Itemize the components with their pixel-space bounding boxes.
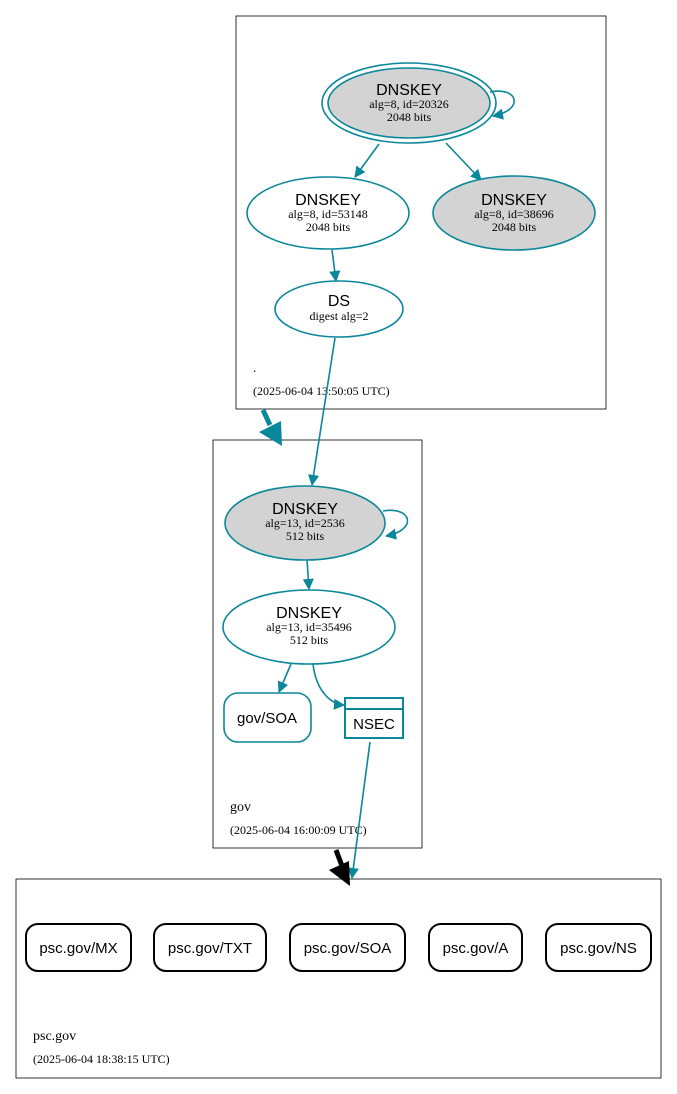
zone-box-gov	[212, 439, 423, 849]
edge-gov-zsk-to-soa	[277, 663, 292, 694]
node-root-zsk2-bits: 2048 bits	[492, 220, 537, 234]
node-gov-soa-label: gov/SOA	[237, 710, 297, 727]
node-psc-ns-label: psc.gov/NS	[560, 940, 637, 957]
node-gov-zsk-detail: alg=13, id=35496	[266, 620, 352, 634]
node-root-zsk1-bits: 2048 bits	[306, 220, 351, 234]
node-psc-soa: psc.gov/SOA	[289, 923, 406, 972]
delegation-arrow-root-to-gov	[259, 408, 282, 446]
node-root-zsk-53148: DNSKEY alg=8, id=53148 2048 bits	[246, 176, 410, 250]
edge-root-zsk1-to-ds	[329, 249, 341, 283]
node-gov-ksk-bits: 512 bits	[286, 529, 325, 543]
node-root-ksk-type: DNSKEY	[376, 82, 442, 99]
node-psc-ns: psc.gov/NS	[545, 923, 652, 972]
node-gov-nsec: NSEC	[344, 697, 404, 739]
edge-root-ksk-to-zsk2	[445, 142, 482, 181]
node-gov-ksk-2536: DNSKEY alg=13, id=2536 512 bits	[224, 485, 386, 561]
zone-timestamp-gov: (2025-06-04 16:00:09 UTC)	[230, 823, 367, 837]
node-root-ds-detail: digest alg=2	[309, 309, 368, 323]
zone-timestamp-root: (2025-06-04 13:50:05 UTC)	[253, 384, 390, 398]
node-root-ksk-bits: 2048 bits	[387, 110, 432, 124]
node-root-ksk: DNSKEY alg=8, id=20326 2048 bits	[321, 62, 497, 144]
edge-gov-ksk-to-zsk	[302, 559, 314, 591]
node-root-ds-type: DS	[328, 293, 350, 310]
node-gov-nsec-label: NSEC	[353, 716, 395, 733]
zone-timestamp-psc: (2025-06-04 18:38:15 UTC)	[33, 1052, 170, 1066]
zone-box-root	[235, 15, 607, 410]
node-psc-mx-label: psc.gov/MX	[39, 940, 117, 957]
node-gov-ksk-type: DNSKEY	[272, 501, 338, 518]
edge-ds-to-gov-ksk	[308, 337, 336, 487]
node-psc-a: psc.gov/A	[428, 923, 523, 972]
zone-label-psc: psc.gov	[33, 1029, 76, 1044]
node-gov-soa: gov/SOA	[223, 692, 312, 743]
node-root-zsk-38696: DNSKEY alg=8, id=38696 2048 bits	[432, 175, 596, 251]
node-psc-soa-label: psc.gov/SOA	[304, 940, 392, 957]
node-root-zsk1-type: DNSKEY	[295, 192, 361, 209]
node-root-zsk2-detail: alg=8, id=38696	[474, 207, 554, 221]
node-psc-txt: psc.gov/TXT	[153, 923, 267, 972]
node-root-zsk1-detail: alg=8, id=53148	[288, 207, 368, 221]
zone-label-root: .	[253, 360, 256, 375]
edge-root-ksk-selfloop	[489, 90, 515, 120]
node-gov-zsk-bits: 512 bits	[290, 633, 329, 647]
node-root-ds: DS digest alg=2	[274, 280, 404, 338]
node-psc-txt-label: psc.gov/TXT	[168, 940, 252, 957]
edge-gov-ksk-selfloop	[382, 509, 409, 540]
node-psc-mx: psc.gov/MX	[25, 923, 132, 972]
node-psc-a-label: psc.gov/A	[443, 940, 509, 957]
zone-box-psc	[15, 878, 662, 1079]
node-gov-ksk-detail: alg=13, id=2536	[265, 516, 345, 530]
edge-root-ksk-to-zsk1	[354, 143, 380, 178]
node-root-ksk-detail: alg=8, id=20326	[369, 97, 449, 111]
node-root-zsk2-type: DNSKEY	[481, 192, 547, 209]
zone-label-gov: gov	[230, 800, 251, 815]
node-gov-zsk-35496: DNSKEY alg=13, id=35496 512 bits	[222, 589, 396, 665]
edge-nsec-to-psc	[347, 741, 371, 880]
edge-gov-zsk-to-nsec	[312, 663, 346, 710]
node-gov-zsk-type: DNSKEY	[276, 605, 342, 622]
delegation-arrow-gov-to-psc	[329, 849, 350, 886]
